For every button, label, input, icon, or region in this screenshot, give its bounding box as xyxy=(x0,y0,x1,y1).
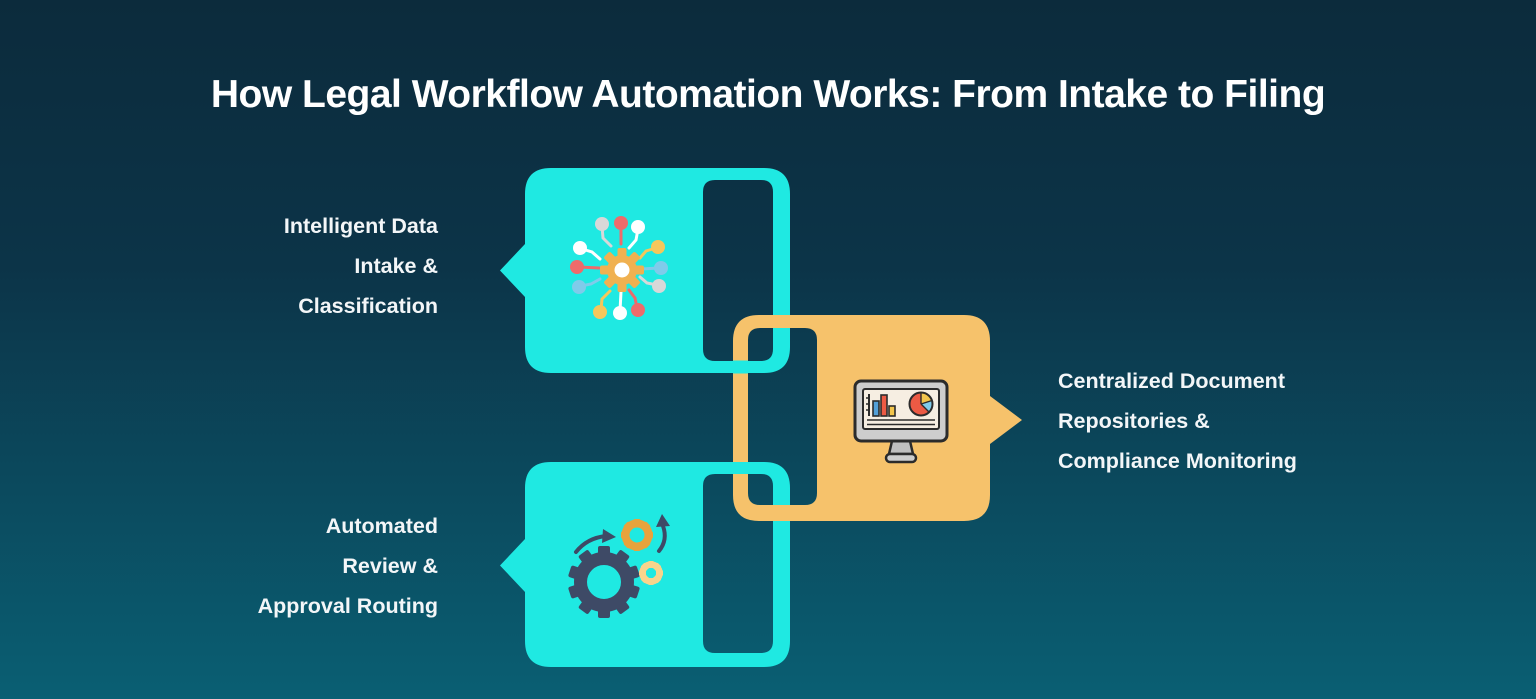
step-1-label-line: Classification xyxy=(298,294,438,318)
monitor-stand xyxy=(887,439,915,456)
dashboard-monitor-icon xyxy=(853,379,949,464)
gear-icon xyxy=(600,248,644,292)
data-network-icon xyxy=(570,216,668,320)
cycle-arrow-left-head xyxy=(602,529,616,543)
bar-yellow xyxy=(888,405,896,417)
chain-weave-patch-orange xyxy=(772,505,791,521)
gear-large xyxy=(568,546,640,618)
step-2-label: Centralized Document Repositories & Comp… xyxy=(1058,361,1297,481)
step-1-bubble xyxy=(500,168,790,373)
chain-weave-patch-cyan xyxy=(733,360,748,374)
bar-red xyxy=(880,394,888,417)
step-2-label-line: Repositories & xyxy=(1058,409,1210,433)
step-3-label: Automated Review & Approval Routing xyxy=(258,506,438,626)
cycle-arrow-right-head xyxy=(656,514,670,527)
gear-small xyxy=(639,561,663,585)
page-title: How Legal Workflow Automation Works: Fro… xyxy=(210,73,1326,117)
bar-blue xyxy=(872,400,880,417)
step-3-label-line: Approval Routing xyxy=(257,594,438,618)
gear-medium xyxy=(621,519,653,551)
cycle-arrow-right xyxy=(657,524,667,553)
step-1-label-line: Intake & xyxy=(354,254,438,278)
step-2-label-line: Compliance Monitoring xyxy=(1058,449,1297,473)
step-1-label: Intelligent Data Intake & Classification xyxy=(284,206,438,326)
monitor-base xyxy=(884,452,918,464)
step-1-label-line: Intelligent Data xyxy=(283,214,438,238)
gears-automation-icon xyxy=(568,514,670,618)
step-2-label-line: Centralized Document xyxy=(1058,369,1285,393)
pie-chart xyxy=(908,391,934,417)
step-3-label-line: Automated xyxy=(325,514,438,538)
step-3-label-line: Review & xyxy=(342,554,438,578)
